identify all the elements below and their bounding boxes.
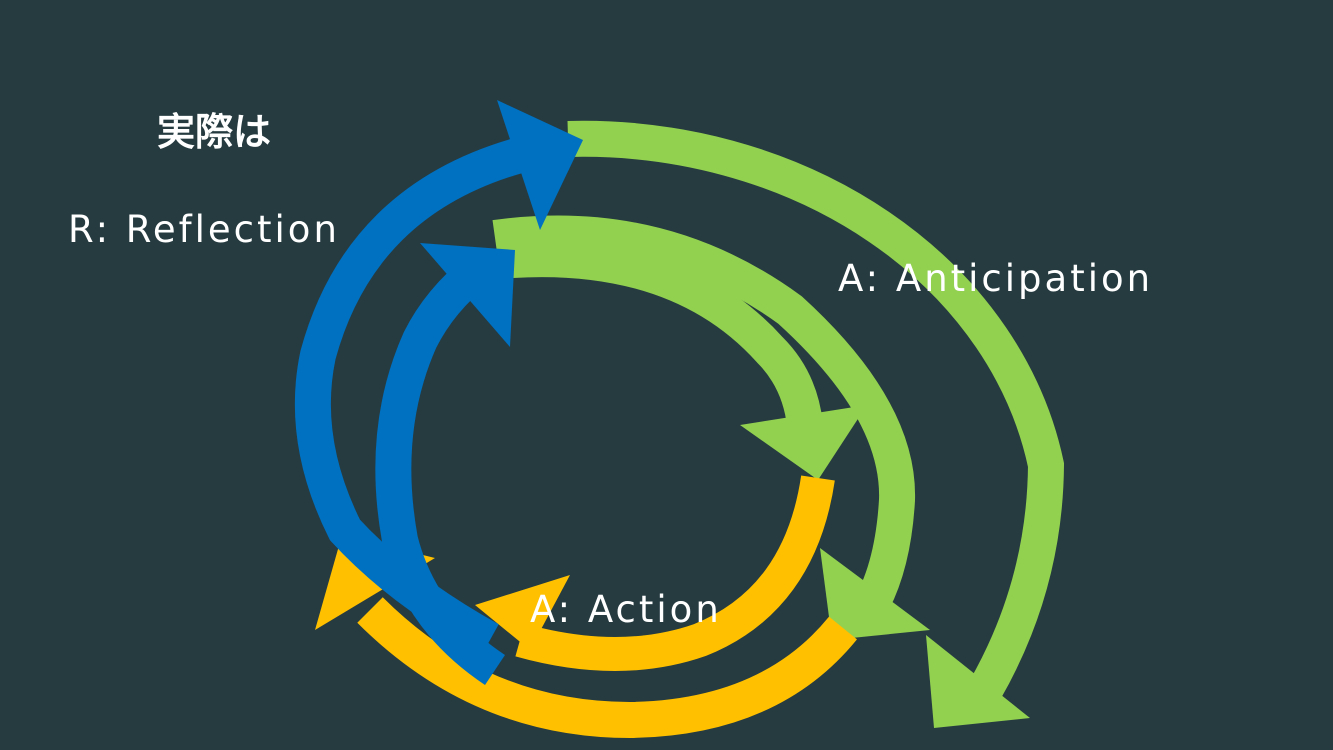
anticipation-arc-outer (567, 120, 1065, 699)
label-reflection: R: Reflection (68, 208, 340, 251)
reflection-arc-inner (375, 255, 506, 685)
action-arc-inner (515, 475, 835, 671)
anticipation-arc-inner (510, 241, 823, 428)
label-action: A: Action (530, 588, 722, 631)
reflection-arrowhead-outer (497, 100, 583, 230)
action-arrowhead-inner (475, 575, 570, 650)
anticipation-arrowhead-outer (926, 635, 1030, 728)
label-anticipation: A: Anticipation (838, 257, 1153, 300)
anticipation-arc-middle (492, 215, 916, 622)
anticipation-arrowhead-middle (820, 548, 930, 640)
anticipation-arrowhead-inner (740, 405, 867, 480)
action-arc-outer (357, 597, 857, 739)
slide-heading: 実際は (157, 110, 271, 154)
reflection-arrowhead-inner (420, 243, 515, 347)
